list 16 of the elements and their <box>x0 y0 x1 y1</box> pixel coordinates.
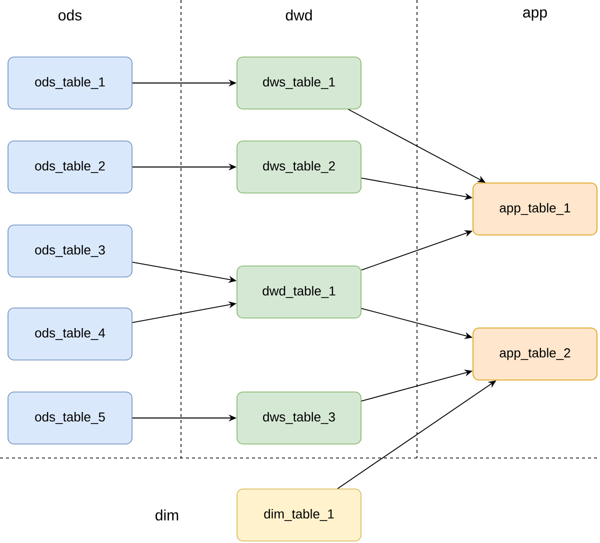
table-box: ods_table_1 <box>8 56 132 110</box>
table-box: dws_table_2 <box>236 140 362 194</box>
table-box: dws_table_3 <box>236 392 362 444</box>
table-box: ods_table_2 <box>8 140 132 194</box>
table-box: ods_table_4 <box>8 308 132 360</box>
table-box: dim_table_1 <box>236 488 362 542</box>
layer-heading: ods <box>58 10 82 20</box>
table-box: app_table_2 <box>472 328 598 380</box>
table-box: dwd_table_1 <box>236 266 362 318</box>
layer-heading: dim <box>156 509 178 520</box>
layer-heading: dwd <box>286 10 312 20</box>
table-box: app_table_1 <box>472 182 598 236</box>
table-box: ods_table_3 <box>8 224 132 278</box>
table-box: ods_table_5 <box>8 392 132 444</box>
table-box: dws_table_1 <box>236 56 362 110</box>
layer-heading: app <box>523 9 547 21</box>
